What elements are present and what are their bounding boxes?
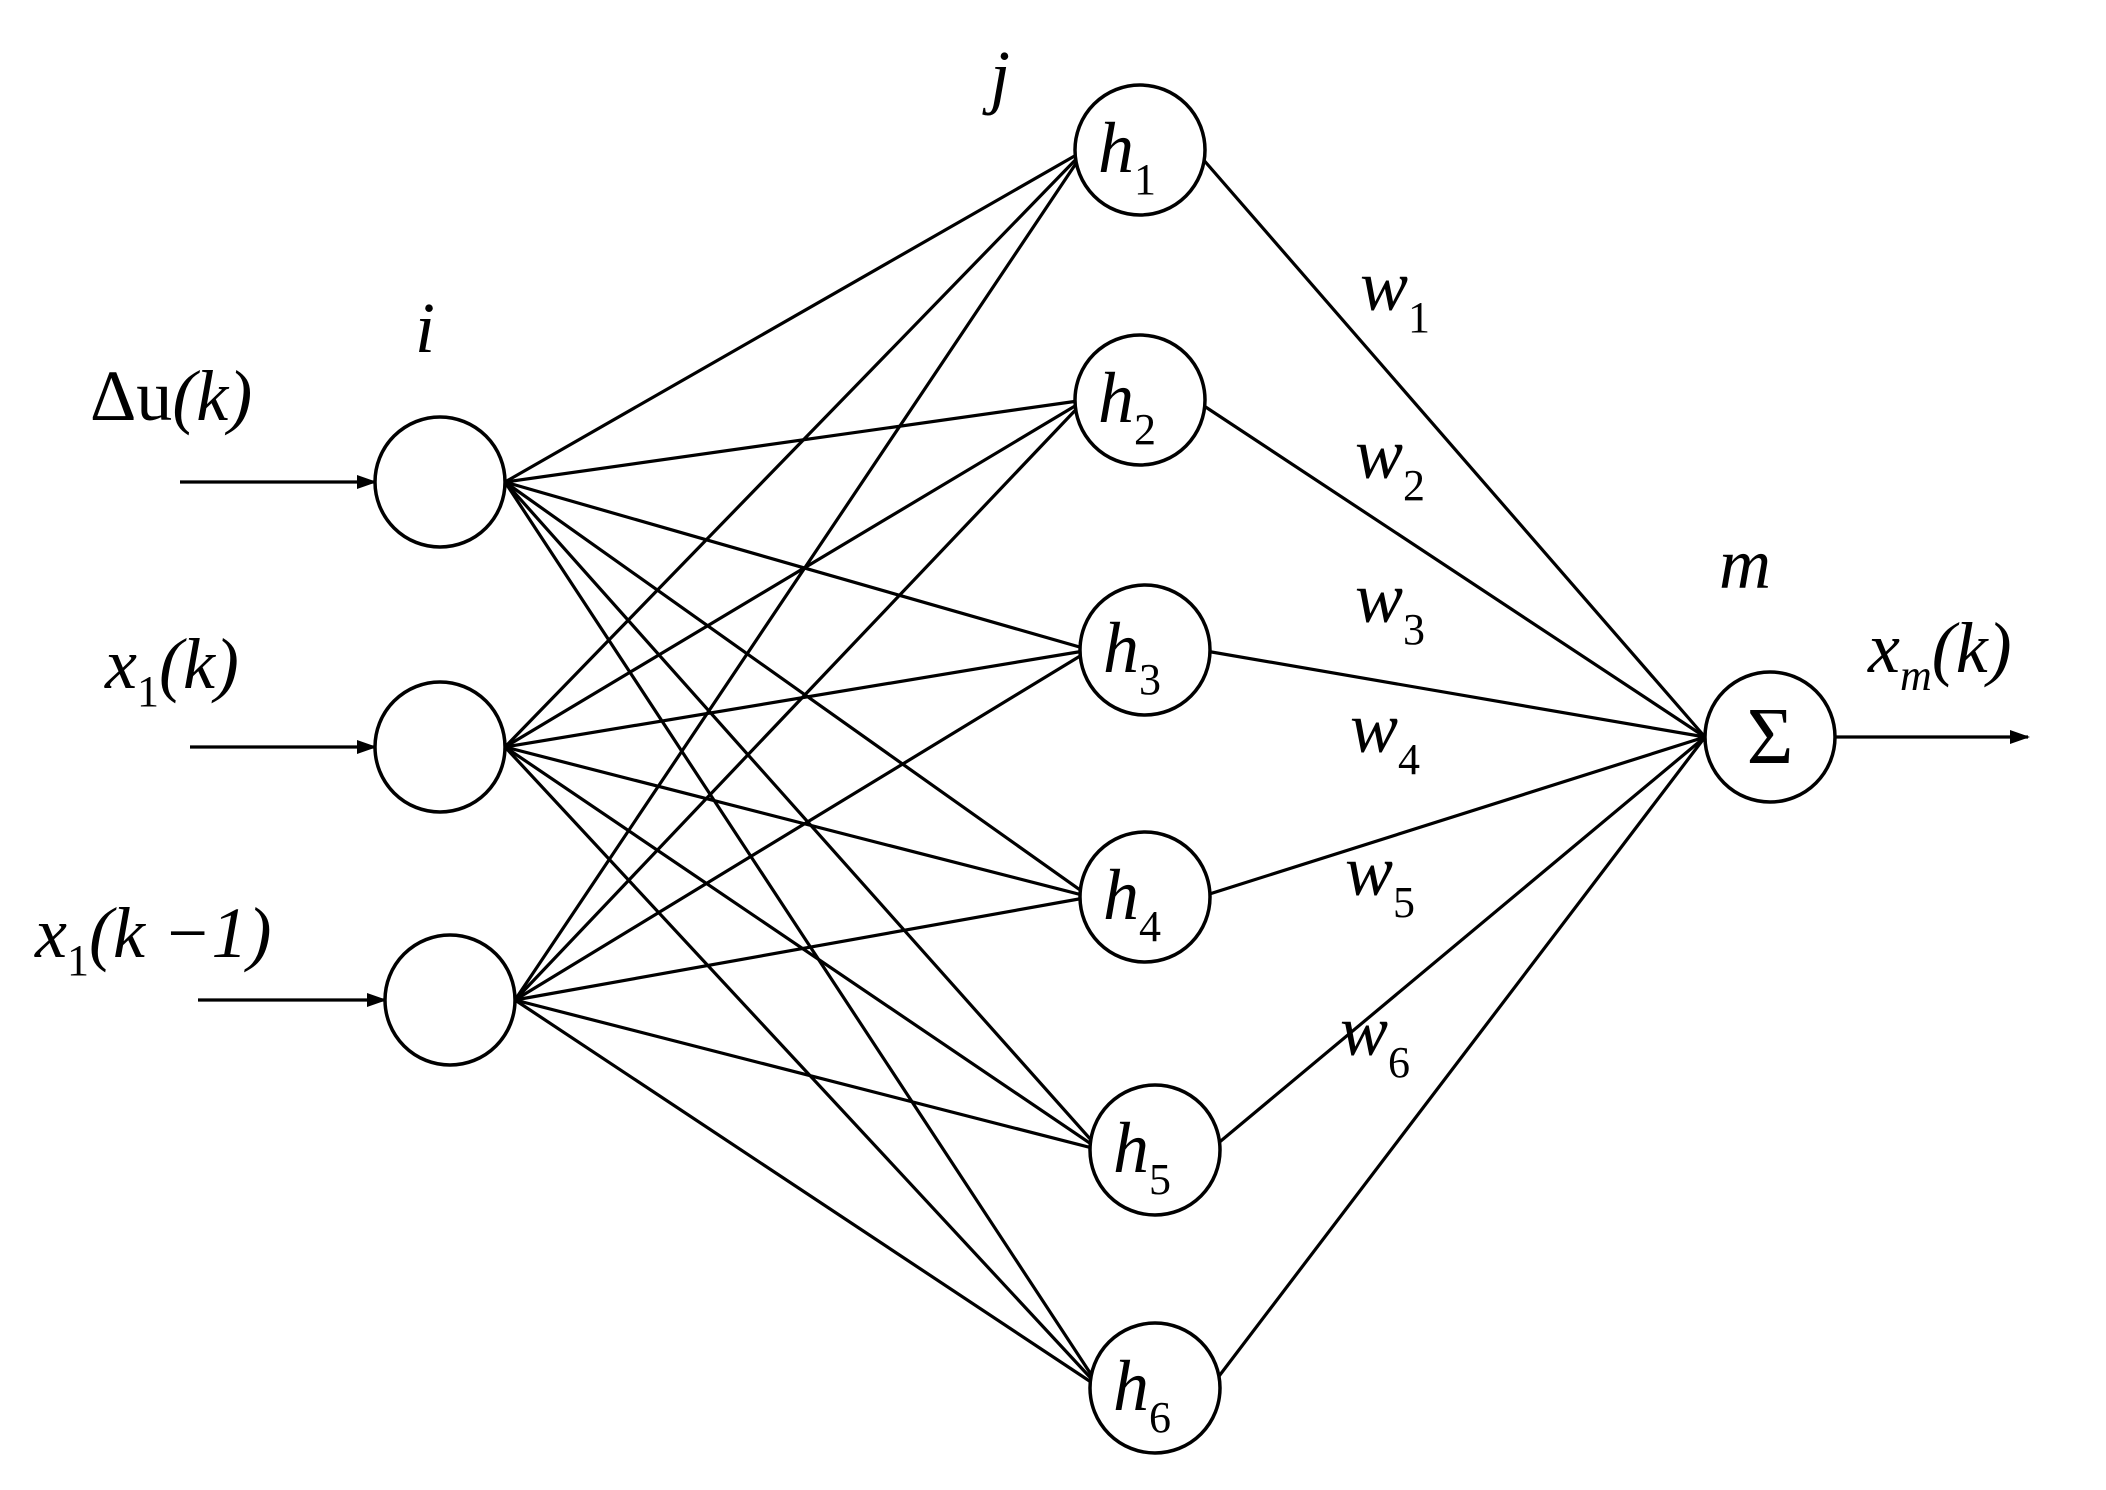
hidden-node-sub: 4	[1139, 902, 1161, 951]
input-node-2	[373, 680, 507, 814]
input-name: x	[104, 624, 137, 704]
edge-input-3-to-hidden-1	[513, 149, 1087, 1001]
hidden-node-name: h	[1103, 855, 1139, 935]
hidden-node-label: h1	[1098, 108, 1156, 204]
edge-input-2-to-hidden-2	[504, 398, 1086, 749]
input-node-1	[373, 415, 507, 549]
hidden-node-label: h6	[1113, 1346, 1171, 1442]
hidden-node-label: h2	[1098, 358, 1156, 454]
hidden-node-label: h3	[1103, 608, 1161, 704]
hidden-node-circle	[1073, 83, 1207, 217]
edge-input-2-to-hidden-6	[503, 745, 1102, 1390]
hidden-node-circle	[1078, 583, 1212, 717]
edge-input-3-to-hidden-3	[514, 648, 1091, 1002]
input-sub: 1	[137, 667, 159, 716]
hidden-node-name: h	[1098, 108, 1134, 188]
hidden-node-sub: 1	[1134, 155, 1156, 204]
edge-input-3-to-hidden-5	[514, 998, 1101, 1152]
hidden-node-circle	[1088, 1083, 1222, 1217]
edge-input-1-to-hidden-3	[504, 480, 1091, 652]
hidden-node-5: h5	[1088, 1083, 1222, 1217]
input-label-x1-k-minus-1: x1(k −1)	[34, 893, 271, 985]
hidden-node-name: h	[1103, 608, 1139, 688]
input-arg: (k)	[159, 624, 239, 704]
hidden-node-sub: 6	[1149, 1393, 1171, 1442]
edge-input-3-to-hidden-2	[513, 398, 1087, 1002]
output-name: x	[1867, 608, 1900, 688]
output-layer-label: m	[1719, 524, 1771, 604]
output-sub: m	[1900, 651, 1932, 700]
edge-input-3-to-hidden-4	[514, 895, 1091, 1002]
input-arg: (k)	[172, 356, 252, 436]
hidden-node-6: h6	[1088, 1321, 1222, 1455]
edge-hidden-5-to-output	[1208, 735, 1707, 1152]
input-layer-label: i	[415, 288, 435, 368]
output-node-circle	[1703, 670, 1837, 804]
hidden-node-3: h3	[1078, 583, 1212, 717]
sum-symbol: Σ	[1747, 693, 1794, 781]
weight-label-w5: w5	[1345, 831, 1415, 927]
hidden-node-name: h	[1098, 358, 1134, 438]
edge-hidden-3-to-output	[1199, 648, 1706, 739]
edge-input-1-to-hidden-5	[503, 480, 1102, 1152]
edge-input-1-to-hidden-2	[504, 398, 1086, 484]
hidden-node-2: h2	[1073, 333, 1207, 467]
weight-label-w4: w4	[1350, 688, 1420, 784]
output-node: Σ	[1703, 670, 1837, 804]
hidden-node-circle	[1073, 333, 1207, 467]
input-node-3	[383, 933, 517, 1067]
input-name: x	[34, 893, 67, 973]
hidden-node-label: h4	[1103, 855, 1161, 951]
weight-label-w3: w3	[1355, 558, 1425, 654]
connections	[503, 148, 1707, 1390]
weight-label-w2: w2	[1355, 414, 1425, 510]
input-label-delta-u: Δu(k)	[90, 356, 252, 436]
edge-hidden-1-to-output	[1193, 148, 1707, 739]
edge-input-2-to-hidden-4	[504, 745, 1091, 899]
edge-hidden-2-to-output	[1194, 398, 1706, 739]
input-sub: 1	[67, 936, 89, 985]
hidden-node-1: h1	[1073, 83, 1207, 217]
hidden-node-sub: 3	[1139, 655, 1161, 704]
weight-label-w6: w6	[1340, 991, 1410, 1087]
input-name: Δu	[90, 356, 172, 436]
edge-input-1-to-hidden-4	[504, 480, 1091, 899]
hidden-node-circle	[1078, 830, 1212, 964]
hidden-node-name: h	[1113, 1108, 1149, 1188]
hidden-node-sub: 2	[1134, 405, 1156, 454]
hidden-node-circle	[1088, 1321, 1222, 1455]
edge-input-1-to-hidden-1	[504, 148, 1086, 484]
input-arg: (k −1)	[89, 893, 272, 973]
edge-hidden-6-to-output	[1208, 736, 1707, 1389]
edge-input-1-to-hidden-6	[503, 481, 1102, 1389]
hidden-node-label: h5	[1113, 1108, 1171, 1204]
hidden-node-4: h4	[1078, 830, 1212, 964]
edge-input-3-to-hidden-6	[514, 998, 1101, 1390]
hidden-layer-label: j	[982, 36, 1010, 116]
output-label: xm(k)	[1867, 608, 2012, 700]
io-arrows	[180, 475, 2030, 1007]
hidden-node-sub: 5	[1149, 1155, 1171, 1204]
edge-hidden-4-to-output	[1199, 735, 1706, 899]
hidden-node-name: h	[1113, 1346, 1149, 1426]
input-label-x1-k: x1(k)	[104, 624, 239, 716]
edge-input-2-to-hidden-1	[503, 148, 1087, 749]
edge-input-2-to-hidden-3	[504, 648, 1091, 749]
weight-label-w1: w1	[1360, 246, 1430, 342]
output-arg: (k)	[1932, 608, 2012, 688]
